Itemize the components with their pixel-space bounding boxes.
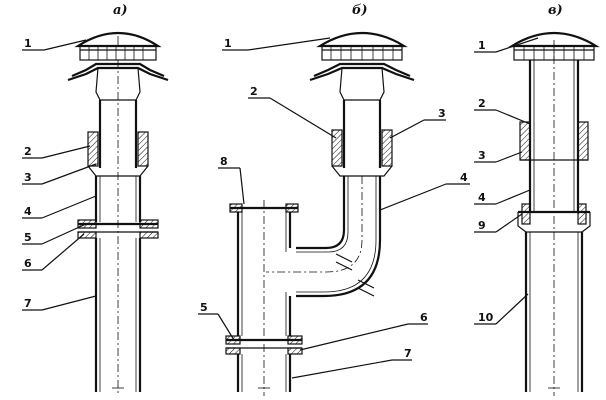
leaders-c: [474, 37, 539, 325]
caption-c: в): [548, 3, 563, 18]
label-c-9: 9: [478, 219, 486, 232]
label-b-4: 4: [460, 171, 468, 184]
tee-b: [229, 200, 299, 396]
label-a-2: 2: [24, 145, 32, 158]
caption-a: а): [113, 3, 128, 18]
label-a-7: 7: [24, 297, 32, 310]
figure-c: в): [474, 3, 600, 396]
label-c-1: 1: [478, 39, 486, 52]
label-b-1: 1: [224, 37, 232, 50]
pipe-upper-a: [98, 100, 138, 135]
flange-joint-b: [225, 335, 303, 355]
pipe-lower-c: [524, 232, 584, 392]
pipe-lower-b: [236, 354, 292, 392]
deflector-b: [309, 62, 415, 101]
label-c-3: 3: [478, 149, 486, 162]
label-b-6: 6: [420, 311, 428, 324]
label-a-1: 1: [24, 37, 32, 50]
label-b-8: 8: [220, 155, 228, 168]
label-a-6: 6: [24, 257, 32, 270]
label-a-4: 4: [24, 205, 32, 218]
label-b-3: 3: [438, 107, 446, 120]
pipe-middle-a: [94, 176, 142, 222]
figure-a: а): [22, 3, 169, 396]
label-c-4: 4: [478, 191, 486, 204]
label-a-5: 5: [24, 231, 32, 244]
leaders-b: [198, 37, 470, 379]
caption-b: б): [352, 3, 368, 18]
label-b-7: 7: [404, 347, 412, 360]
labels-a: 1 2 3 4 5 6 7: [24, 37, 32, 310]
label-b-5: 5: [200, 301, 208, 314]
pipe-lower-a: [94, 238, 142, 392]
hood-cap-a: [74, 31, 162, 61]
labels-b: 1 2 3 4 5 6 7 8: [200, 37, 468, 360]
pipe-upper-b: [342, 100, 382, 135]
labels-c: 1 2 3 4 9 10: [478, 39, 494, 324]
sleeve-b: [331, 129, 393, 177]
label-a-3: 3: [24, 171, 32, 184]
bend-pipe-b: [266, 176, 382, 298]
leaders-a: [22, 39, 97, 311]
hood-cap-b: [316, 31, 408, 61]
figure-b: б): [198, 3, 470, 396]
sleeve-a: [87, 131, 149, 177]
label-c-10: 10: [478, 311, 494, 324]
label-c-2: 2: [478, 97, 486, 110]
label-b-2: 2: [250, 85, 258, 98]
